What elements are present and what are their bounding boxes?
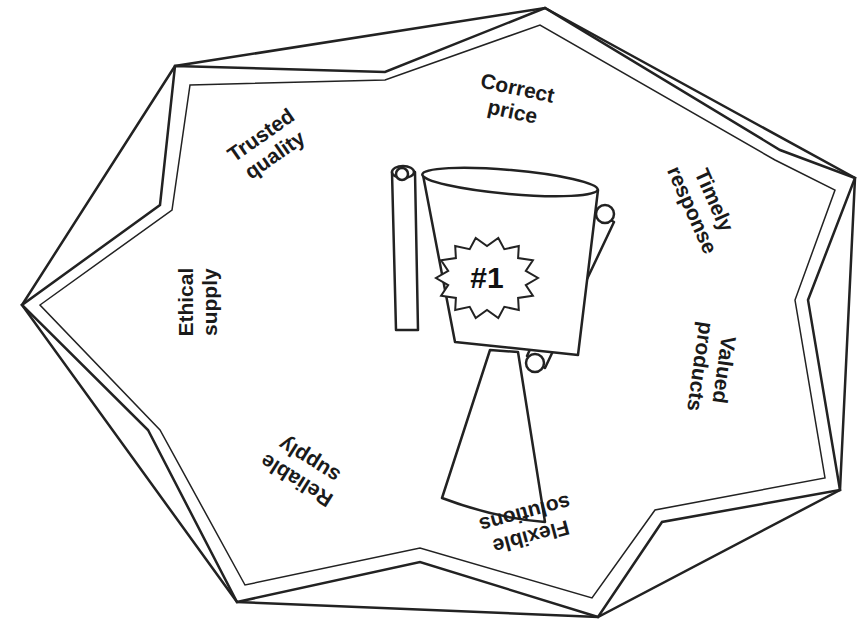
value-label: Ethical supply xyxy=(174,246,222,358)
rank-badge-text: #1 xyxy=(432,261,542,295)
starburst-badge: #1 xyxy=(432,233,542,323)
